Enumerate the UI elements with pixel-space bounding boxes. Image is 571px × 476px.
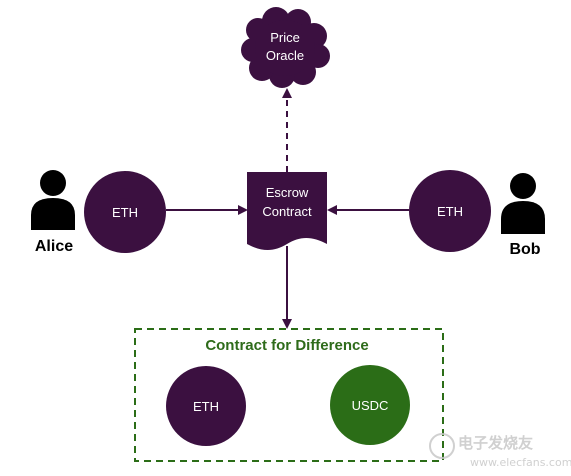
bob-name: Bob xyxy=(509,241,540,258)
escrow-label-line2: Contract xyxy=(262,204,312,219)
watermark-logo-icon xyxy=(429,433,455,459)
cfd-usdc-node: USDC xyxy=(330,365,410,445)
oracle-label-line1: Price xyxy=(270,30,300,45)
alice-eth-label: ETH xyxy=(112,205,138,220)
bob-eth-label: ETH xyxy=(437,204,463,219)
price-oracle-cloud: Price Oracle xyxy=(241,7,330,88)
bob-person-icon xyxy=(501,173,545,234)
watermark: 电子发烧友 www.elecfans.com xyxy=(429,433,571,469)
escrow-contract: Escrow Contract xyxy=(247,172,327,250)
oracle-label-line2: Oracle xyxy=(266,48,304,63)
escrow-label-line1: Escrow xyxy=(266,185,309,200)
watermark-url: www.elecfans.com xyxy=(470,456,571,469)
cfd-usdc-label: USDC xyxy=(352,398,389,413)
watermark-brand: 电子发烧友 xyxy=(458,434,533,452)
alice-name: Alice xyxy=(35,238,73,255)
alice-person-icon xyxy=(31,170,75,230)
bob-eth-node: ETH xyxy=(409,170,491,252)
cfd-box xyxy=(134,328,444,462)
cfd-eth-label: ETH xyxy=(193,399,219,414)
alice-eth-node: ETH xyxy=(84,171,166,253)
cfd-title: Contract for Difference xyxy=(205,337,368,354)
cfd-eth-node: ETH xyxy=(166,366,246,446)
